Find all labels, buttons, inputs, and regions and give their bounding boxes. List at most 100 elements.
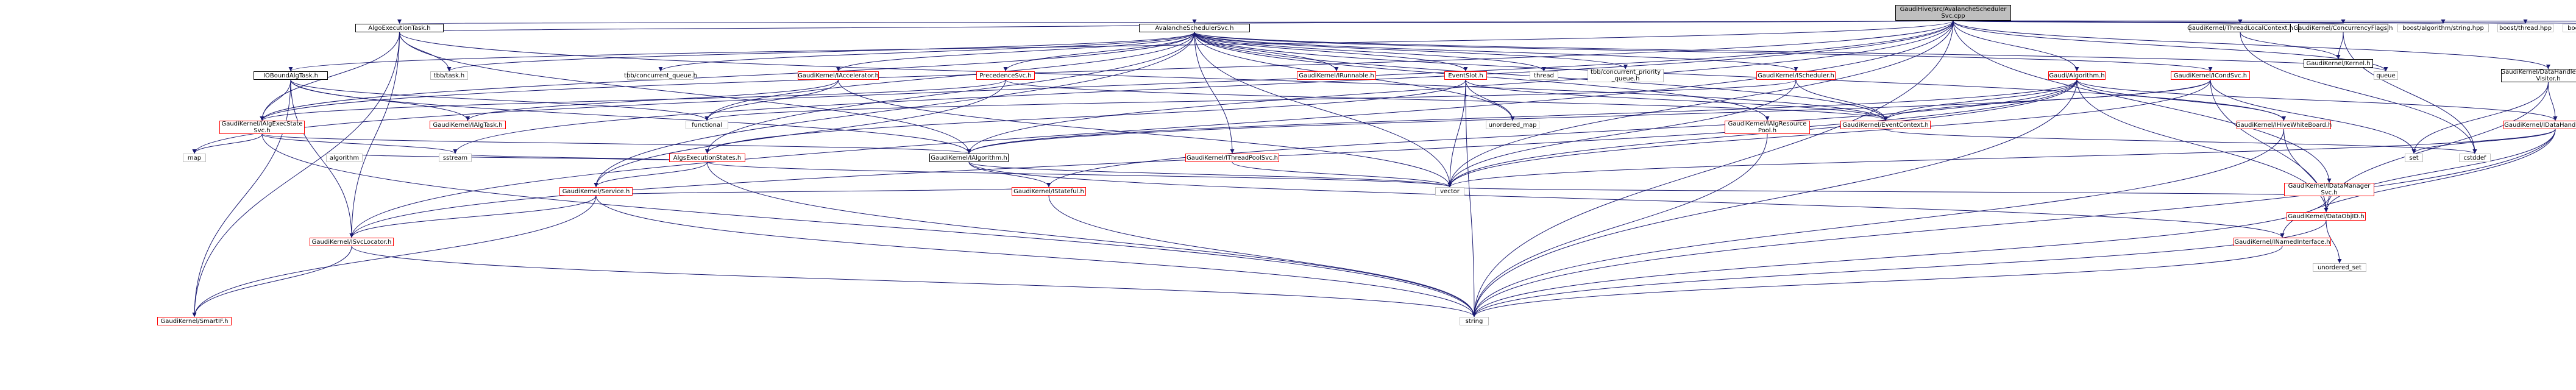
node-bthread[interactable]: boost/thread.hpp xyxy=(2497,24,2553,32)
edge-ialgexec-to-ialgorithm xyxy=(261,133,971,154)
edge-eventslot-to-evctx xyxy=(1465,79,1888,121)
edge-aschsvc-to-tbbtask xyxy=(447,32,1195,72)
edge-iobound-to-functional xyxy=(290,79,709,121)
edge-ithreadpool-to-vector xyxy=(1232,161,1452,188)
node-algorithm[interactable]: algorithm xyxy=(326,154,363,162)
node-irunnable[interactable]: GaudiKernel/IRunnable.h xyxy=(1297,71,1376,80)
node-tbbcq[interactable]: tbb/concurrent_queue.h xyxy=(624,71,697,80)
edge-root-to-aschsvc xyxy=(1194,19,1954,24)
node-tbbtask[interactable]: tbb/task.h xyxy=(430,71,468,80)
node-bstring[interactable]: boost/algorithm/string.hpp xyxy=(2397,24,2489,32)
node-queue[interactable]: queue xyxy=(2374,71,2398,80)
node-thread[interactable]: thread xyxy=(1530,71,1558,80)
edge-iaccel-to-vector xyxy=(838,79,1452,188)
node-btok[interactable]: boost/tokenizer.hpp xyxy=(2563,24,2576,32)
node-iaccel[interactable]: GaudiKernel/IAccelerator.h xyxy=(798,71,879,80)
node-unordset[interactable]: unordered_set xyxy=(2313,263,2366,272)
edge-idatamgr-to-string xyxy=(1472,196,2330,317)
node-isvcloc[interactable]: GaudiKernel/ISvcLocator.h xyxy=(310,238,394,246)
node-set[interactable]: set xyxy=(2405,154,2423,162)
node-iobound[interactable]: IOBoundAlgTask.h xyxy=(254,71,328,80)
edge-idhh-to-set xyxy=(2411,129,2556,154)
node-aschsvc[interactable]: AvalancheSchedulerSvc.h xyxy=(1139,24,1250,32)
node-precsvc[interactable]: PrecedenceSvc.h xyxy=(976,71,1035,80)
edge-aschsvc-to-tbbcq xyxy=(658,32,1195,72)
edge-aschsvc-to-icondsvc xyxy=(1194,32,2213,72)
edge-icondsvc-to-set xyxy=(2210,79,2416,154)
edge-iobound-to-ialgexec xyxy=(260,79,291,121)
edge-aschsvc-to-vector xyxy=(1194,32,1452,188)
edge-icondsvc-to-ialgorithm xyxy=(967,79,2211,154)
node-algexecstates[interactable]: AlgsExecutionStates.h xyxy=(669,154,745,162)
edge-root-to-ialgorithm xyxy=(967,20,1954,154)
node-inamed[interactable]: GaudiKernel/INamedInterface.h xyxy=(2234,238,2331,246)
edge-dataobjid-to-unordset xyxy=(2326,220,2342,264)
node-algotask[interactable]: AlgoExecutionTask.h xyxy=(355,24,444,32)
edge-root-to-vector xyxy=(1447,20,1954,188)
node-idhh[interactable]: GaudiKernel/IDataHandleHolder.h xyxy=(2503,121,2576,129)
edge-ihivewb-to-string xyxy=(1472,129,2284,317)
node-ischeduler[interactable]: GaudiKernel/IScheduler.h xyxy=(1756,71,1836,80)
edge-precsvc-to-evctx xyxy=(1005,79,1888,121)
node-dhhv[interactable]: GaudiKernel/DataHandleHolder Visitor.h xyxy=(2500,69,2576,82)
edge-galgorithm-to-istateful xyxy=(1046,79,2077,188)
node-ialgorithm[interactable]: GaudiKernel/IAlgorithm.h xyxy=(929,154,1009,162)
edge-aschsvc-to-service xyxy=(594,32,1195,188)
edge-evctx-to-cstddef xyxy=(1885,129,2477,154)
node-idatamgr[interactable]: GaudiKernel/IDataManager Svc.h xyxy=(2284,183,2374,196)
node-root[interactable]: GaudiHive/src/AvalancheScheduler Svc.cpp xyxy=(1895,5,2011,21)
node-eventslot[interactable]: EventSlot.h xyxy=(1444,71,1487,80)
node-functional[interactable]: functional xyxy=(686,121,728,129)
edge-iaccel-to-ialgtask xyxy=(466,79,839,121)
edge-galgorithm-to-string xyxy=(1472,79,2077,317)
node-concflags[interactable]: GaudiKernel/ConcurrencyFlags.h xyxy=(2293,24,2393,32)
node-ihivewb[interactable]: GaudiKernel/IHiveWhiteBoard.h xyxy=(2235,121,2332,129)
edge-iobound-to-ialgorithm xyxy=(290,79,971,154)
node-ialgres[interactable]: GaudiKernel/IAlgResource Pool.h xyxy=(1725,121,1810,134)
node-smartif[interactable]: GaudiKernel/SmartIF.h xyxy=(157,317,232,325)
edge-eventslot-to-unordmap xyxy=(1465,79,1515,121)
edge-tlc-to-cstddef xyxy=(2240,32,2477,154)
edge-precsvc-to-ialgexec xyxy=(260,79,1006,121)
node-vector[interactable]: vector xyxy=(1435,187,1464,196)
edge-ischeduler-to-vector xyxy=(1447,79,1797,188)
node-tbbcpq[interactable]: tbb/concurrent_priority _queue.h xyxy=(1588,69,1664,82)
edge-isvcloc-to-smartif xyxy=(192,246,352,317)
node-galgorithm[interactable]: Gaudi/Algorithm.h xyxy=(2048,71,2106,80)
edge-ischeduler-to-evctx xyxy=(1795,79,1888,121)
edge-algotask-to-evctx xyxy=(399,32,1888,121)
node-dataobjid[interactable]: GaudiKernel/DataObjID.h xyxy=(2287,212,2366,221)
edge-root-to-iobound xyxy=(288,20,1954,72)
node-string[interactable]: string xyxy=(1460,317,1489,325)
node-istateful[interactable]: GaudiKernel/IStateful.h xyxy=(1012,187,1086,196)
edge-aschsvc-to-thread xyxy=(1194,32,1546,72)
edge-idhh-to-dataobjid xyxy=(2324,129,2556,213)
edge-idhh-to-string xyxy=(1472,129,2556,317)
node-ialgexec[interactable]: GaudiKernel/IAlgExecState Svc.h xyxy=(219,121,305,134)
node-ithreadpool[interactable]: GaudiKernel/IThreadPoolSvc.h xyxy=(1185,154,1279,162)
edge-aschsvc-to-functional xyxy=(704,32,1195,121)
node-sstream[interactable]: sstream xyxy=(439,154,472,162)
node-map[interactable]: map xyxy=(183,154,206,162)
edge-root-to-idatamgr xyxy=(1953,20,2332,183)
edge-ialgorithm-to-vector xyxy=(968,161,1452,188)
edge-aschsvc-to-ithreadpool xyxy=(1194,32,1235,154)
edge-concflags-to-cstddef xyxy=(2343,32,2477,154)
edge-algotask-to-ialgorithm xyxy=(399,32,971,154)
node-ialgtask[interactable]: GaudiKernel/IAlgTask.h xyxy=(430,121,506,129)
node-tlc[interactable]: GaudiKernel/ThreadLocalContext.h xyxy=(2187,24,2293,32)
edge-service-to-string xyxy=(595,195,1477,317)
edge-algotask-to-ialgexec xyxy=(260,32,400,121)
node-icondsvc[interactable]: GaudiKernel/ICondSvc.h xyxy=(2171,71,2250,80)
edge-ialgexec-to-sstream xyxy=(261,133,458,154)
edge-service-to-smartif xyxy=(192,195,597,317)
edge-root-to-string xyxy=(1472,20,1954,317)
node-unordmap[interactable]: unordered_map xyxy=(1486,121,1539,129)
edge-algotask-to-smartif xyxy=(192,32,400,317)
edge-root-to-dhhv xyxy=(1953,20,2550,69)
edge-galgorithm-to-ialgorithm xyxy=(967,79,2077,154)
node-kernel[interactable]: GaudiKernel/Kernel.h xyxy=(2304,59,2373,68)
node-evctx[interactable]: GaudiKernel/EventContext.h xyxy=(1840,121,1931,129)
node-cstddef[interactable]: cstddef xyxy=(2459,154,2491,162)
node-service[interactable]: GaudiKernel/Service.h xyxy=(559,187,633,196)
